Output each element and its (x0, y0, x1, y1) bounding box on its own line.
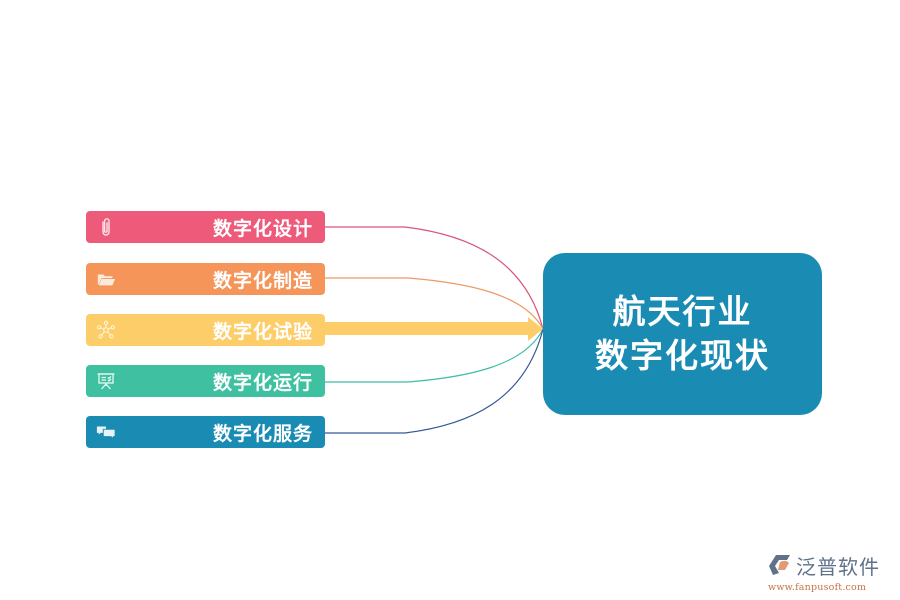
brand-url: www.fanpusoft.com (768, 582, 867, 593)
arrow-testing (320, 317, 543, 341)
connector-service (325, 328, 544, 434)
brand-name: 泛普软件 (796, 555, 880, 579)
branch-digital-manufacturing[interactable]: 数字化制造 (86, 263, 325, 295)
fanpu-logo-icon (768, 554, 792, 580)
branch-label: 数字化服务 (212, 422, 313, 445)
branch-digital-operation[interactable]: 数字化运行 (86, 365, 325, 397)
watermark-logo: 泛普软件 www.fanpusoft.com (768, 554, 893, 593)
branch-label: 数字化试验 (212, 320, 313, 343)
network-nodes-icon (96, 320, 116, 340)
branch-label: 数字化设计 (212, 217, 313, 240)
folder-open-icon (96, 269, 116, 289)
central-topic-line-2: 数字化现状 (595, 336, 770, 375)
branch-label: 数字化制造 (212, 269, 313, 292)
paperclip-icon (96, 217, 116, 237)
branch-digital-design[interactable]: 数字化设计 (86, 211, 325, 243)
connector-operation (325, 328, 544, 383)
connector-manufacturing (325, 277, 544, 330)
chat-bubbles-icon (96, 422, 116, 442)
central-topic[interactable]: 航天行业 数字化现状 (543, 253, 822, 415)
branch-digital-service[interactable]: 数字化服务 (86, 416, 325, 448)
presentation-board-icon (96, 371, 116, 391)
central-topic-line-1: 航天行业 (612, 292, 753, 331)
branch-digital-testing[interactable]: 数字化试验 (86, 314, 325, 346)
connector-design (325, 226, 544, 330)
branch-label: 数字化运行 (212, 371, 313, 394)
